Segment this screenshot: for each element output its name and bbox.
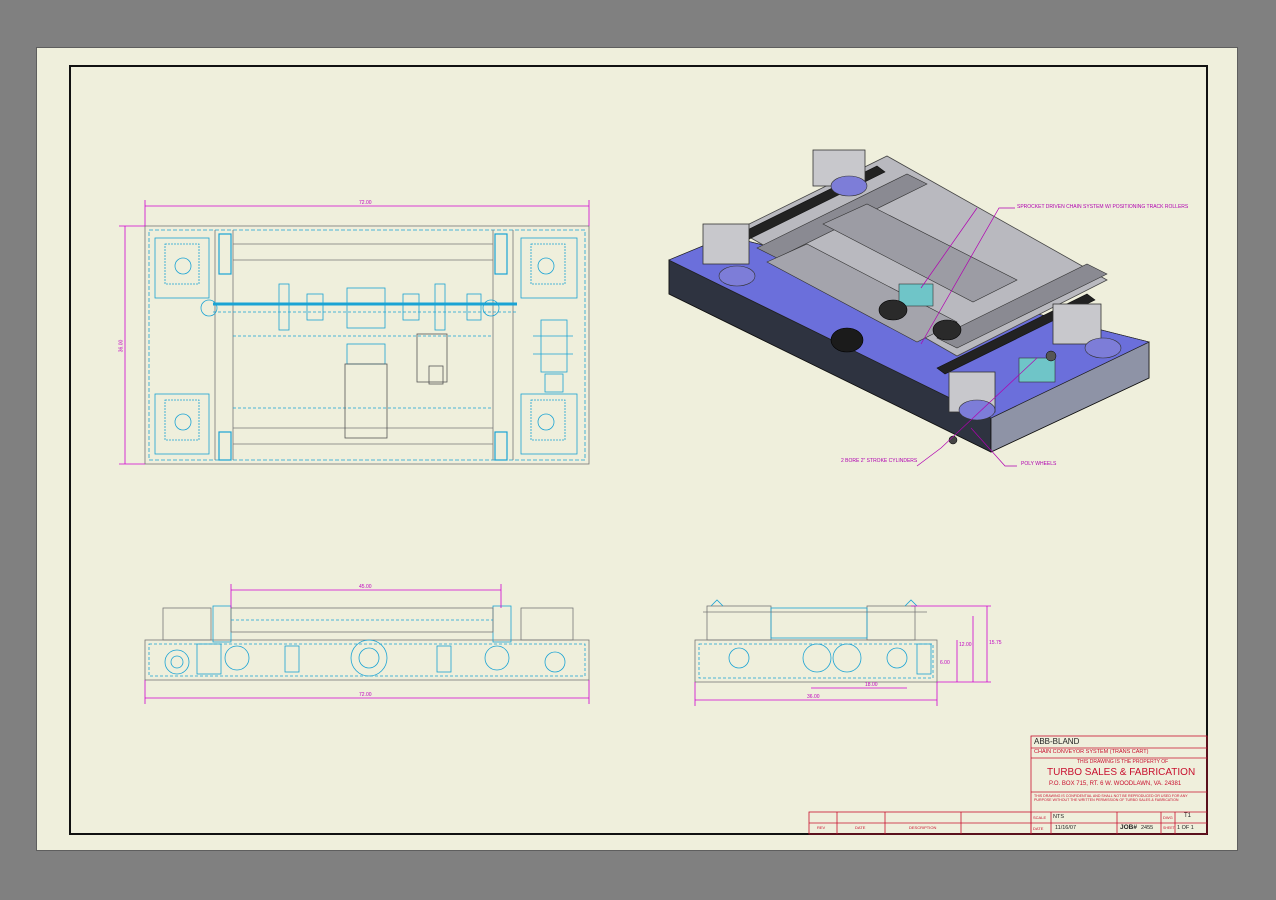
title-drawing-title: CHAIN CONVEYOR SYSTEM (TRANS CART) bbox=[1034, 749, 1149, 755]
dimension-side-overall: 36.00 bbox=[807, 694, 820, 700]
title-company: ABB-BLAND bbox=[1034, 737, 1080, 746]
title-dwg-label: DWG bbox=[1163, 815, 1173, 820]
title-sheet-label: SHEET bbox=[1163, 826, 1175, 830]
top-view-dimensions bbox=[119, 200, 590, 465]
title-job-label: JOB# bbox=[1120, 824, 1137, 831]
side-view bbox=[694, 599, 938, 683]
title-notice: THIS DRAWING IS CONFIDENTIAL AND SHALL N… bbox=[1034, 794, 1188, 803]
dimension-front-inner: 45.00 bbox=[359, 584, 372, 590]
dimension-side-h1: 15.75 bbox=[989, 640, 1002, 646]
title-property-note: THIS DRAWING IS THE PROPERTY OF bbox=[1077, 759, 1169, 765]
dimension-top-width: 72.00 bbox=[359, 200, 372, 206]
title-date-label: DATE bbox=[1033, 826, 1044, 831]
front-view-dimensions bbox=[144, 584, 590, 704]
dimension-side-h3: 6.00 bbox=[940, 660, 950, 666]
dimension-side-inner: 18.00 bbox=[865, 682, 878, 688]
engineering-drawing bbox=[69, 65, 1208, 835]
front-view bbox=[144, 605, 590, 681]
revision-col-description: DESCRIPTION bbox=[909, 825, 937, 830]
title-scale-value: NTS bbox=[1053, 814, 1064, 820]
title-firm: TURBO SALES & FABRICATION bbox=[1047, 767, 1196, 778]
callout-chain-system: SPROCKET DRIVEN CHAIN SYSTEM W/ POSITION… bbox=[1017, 204, 1189, 210]
drawing-sheet: 72.00 36.00 45.00 72.00 15.75 12.00 6.00… bbox=[36, 47, 1238, 851]
title-dwg-value: T1 bbox=[1184, 813, 1192, 819]
title-job-value: 2455 bbox=[1141, 825, 1154, 831]
top-view bbox=[144, 225, 590, 465]
title-block-lines bbox=[808, 735, 1208, 835]
side-view-dimensions bbox=[694, 605, 991, 706]
revision-col-rev: REV bbox=[817, 825, 826, 830]
title-address: P.O. BOX 715, RT. 6 W. WOODLAWN, VA. 243… bbox=[1049, 781, 1182, 787]
title-date-value: 11/16/07 bbox=[1055, 825, 1077, 831]
callout-poly-wheels: POLY WHEELS bbox=[1021, 461, 1057, 467]
revision-col-date: DATE bbox=[855, 825, 866, 830]
callout-cylinders: 2 BORE 2" STROKE CYLINDERS bbox=[841, 458, 918, 464]
drawing-border bbox=[69, 65, 1208, 835]
callout-leaders bbox=[916, 207, 1038, 467]
dimension-side-h2: 12.00 bbox=[959, 642, 972, 648]
dimension-front-overall: 72.00 bbox=[359, 692, 372, 698]
isometric-view bbox=[668, 149, 1150, 453]
title-scale-label: SCALE bbox=[1033, 815, 1047, 820]
title-sheet-value: 1 OF 1 bbox=[1177, 825, 1194, 831]
dimension-top-height: 36.00 bbox=[118, 339, 125, 353]
